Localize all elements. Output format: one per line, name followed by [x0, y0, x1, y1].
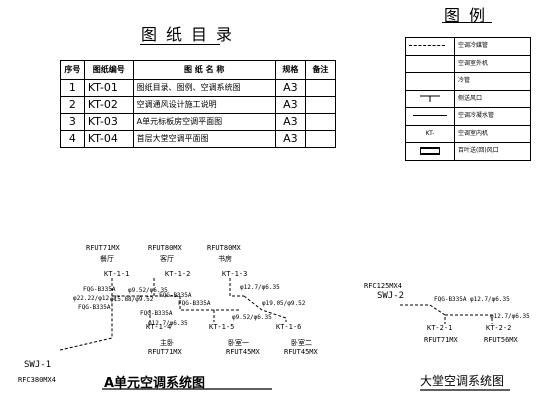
row-num: KT-03 — [83, 113, 134, 131]
lobby-pipe-main — [400, 304, 446, 324]
pipe-riser-3 — [229, 278, 244, 297]
pipe-size-label: φ15.88/φ9.52 — [110, 296, 154, 303]
unit-tag-label: KT-1-5 — [209, 323, 235, 331]
branch-joint-label: FQG-B335A — [178, 300, 211, 307]
unit-model-label: RFUT71MX — [148, 348, 182, 356]
title-underline — [140, 44, 220, 45]
pipe-size-label: φ12.7/φ6.35 — [240, 284, 280, 291]
legend-row: 空调室外机 — [405, 54, 531, 73]
pipe-size-label: φ9.52/φ6.35 — [128, 287, 168, 294]
unit-tag-label: KT-1-4 — [146, 323, 172, 331]
legend-symbol-cell — [405, 37, 455, 56]
row-num: KT-02 — [83, 96, 134, 114]
side-air-outlet-icon — [420, 95, 440, 102]
lobby-pipe-size-label: φ12.7/φ6.35 — [470, 296, 510, 303]
branch-joint-label: FQG-B335A — [83, 286, 116, 293]
table-row: 3 KT-03 A单元标板房空调平面图 A3 — [60, 113, 337, 131]
legend-row: 百叶送(回)风口 — [405, 142, 531, 161]
legend-label: 百叶送(回)风口 — [454, 142, 531, 161]
lobby-branch-joint-label: FQG-B335A — [434, 296, 467, 303]
unit-model-label: RFUT45MX — [226, 348, 260, 356]
unit-tag-label: KT-1-1 — [104, 270, 130, 278]
pipe-size-label: φ12.7/φ6.35 — [148, 320, 188, 327]
legend-row: 侧送风口 — [405, 89, 531, 108]
unit-room-label: 主卧 — [160, 339, 174, 347]
lobby-outdoor-tag: SWJ-2 — [377, 291, 405, 301]
lobby-outdoor-model: RFC125MX4 — [364, 282, 402, 290]
drawing-index-title: 图纸目录 — [141, 25, 242, 44]
unit-model-label: RFUT45MX — [284, 348, 318, 356]
unit-model-label: RFUT80MX — [148, 244, 182, 252]
pipe-size-label: φ9.52/φ6.35 — [232, 314, 272, 321]
legend-symbol-cell — [405, 89, 455, 108]
branch-joint-label: FQG-B335A — [159, 292, 192, 299]
refrigerant-pipe-icon — [409, 45, 445, 46]
lobby-pipe-size-label: φ12.7/φ6.35 — [490, 313, 530, 320]
lobby-system-title: 大堂空调系统图 — [420, 374, 505, 388]
unit-room-label: 客厅 — [160, 255, 174, 263]
table-row: 4 KT-04 首层大堂空调平面图 A3 — [60, 130, 337, 148]
system-a-title: A单元空调系统图 — [104, 376, 206, 391]
unit-room-label: 卧室二 — [291, 339, 312, 347]
condensate-pipe-icon — [413, 115, 447, 116]
lobby-unit-model: RFUT71MX — [424, 336, 458, 344]
lobby-pipe-branch — [445, 314, 493, 324]
branch-joint-label: FQG-B335A — [140, 310, 173, 317]
legend-symbol-cell — [405, 142, 455, 161]
pipe-size-label: φ22.22/φ12.7 — [73, 295, 117, 302]
lobby-unit-tag: KT-2-1 — [427, 324, 453, 332]
unit-model-label: RFUT71MX — [86, 244, 120, 252]
pipe-size-label: φ19.05/φ9.52 — [262, 300, 306, 307]
row-num: KT-04 — [83, 130, 134, 148]
outdoor-unit-model: RFC380MX4 — [18, 376, 56, 384]
outdoor-unit-tag: SWJ-1 — [24, 360, 52, 370]
louver-outlet-icon — [420, 146, 440, 155]
legend-row: KT- 空调室内机 — [405, 124, 531, 143]
legend-table: 空调冷媒管 空调室外机 冷管 侧送风口 空调冷凝水管 KT- 空调室内机 百叶送… — [405, 37, 531, 161]
unit-room-label: 餐厅 — [100, 255, 114, 263]
unit-model-label: RFUT80MX — [207, 244, 241, 252]
pipe-drop-6 — [243, 295, 287, 322]
table-row: 2 KT-02 空调通风设计施工说明 A3 — [60, 96, 337, 114]
lobby-unit-model: RFUT56MX — [484, 336, 518, 344]
unit-room-label: 书房 — [218, 255, 232, 263]
unit-tag-label: KT-1-6 — [276, 323, 302, 331]
branch-joint-label: FQG-B335A — [78, 304, 111, 311]
unit-tag-label: KT-1-3 — [222, 270, 248, 278]
drawing-index-table: 序号 图纸编号 图 纸 名 称 规格 备注 1 KT-01 图纸目录、图例、空调… — [60, 60, 337, 148]
pipe-main — [59, 295, 140, 351]
table-header-row: 序号 图纸编号 图 纸 名 称 规格 备注 — [60, 60, 337, 80]
unit-room-label: 卧室一 — [228, 339, 249, 347]
legend-title: 图例 — [444, 6, 495, 25]
legend-row: 空调冷凝水管 — [405, 107, 531, 126]
lobby-unit-tag: KT-2-2 — [486, 324, 512, 332]
legend-title-underline — [442, 22, 492, 23]
unit-tag-label: KT-1-2 — [165, 270, 191, 278]
legend-row: 空调冷媒管 — [405, 37, 531, 56]
row-note — [304, 130, 337, 148]
pipe-h-mid — [140, 295, 240, 311]
